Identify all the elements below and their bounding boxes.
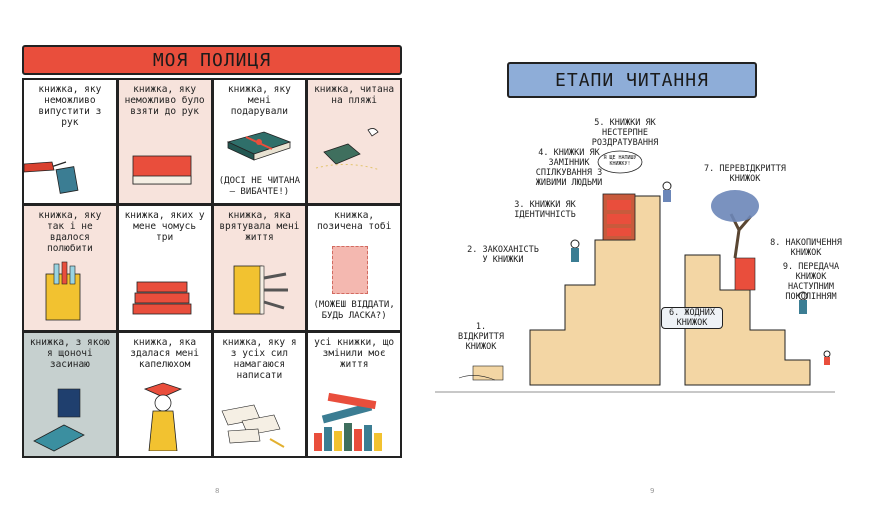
shelf-cell-10: КНИЖКА, ЯКА ЗДАЛАСЯ МЕНІ КАПЕЛЮХОМ [118,332,211,456]
shelf-cell-1-text: КНИЖКА, ЯКУ НЕМОЖЛИВО ВИПУСТИТИ З РУК [38,84,102,128]
lent-book-note: (МОЖЕШ ВІДДАТИ, БУДЬ ЛАСКА?) [313,300,395,322]
stage-6-label: 6. ЖОДНИХ КНИЖОК [661,307,723,329]
shelf-cell-5-text: КНИЖКА, ЯКУ ТАК І НЕ ВДАЛОСЯ ПОЛЮБИТИ [38,210,102,255]
stage-9-label: 9. ПЕРЕДАЧА КНИЖОК НАСТУПНИМ ПОКОЛІННЯМ [782,262,840,302]
left-page-number: 8 [215,487,220,495]
shelf-cell-2: КНИЖКА, ЯКУ НЕМОЖЛИВО БУЛО ВЗЯТИ ДО РУК [118,80,211,204]
shelf-cell-5: КНИЖКА, ЯКУ ТАК І НЕ ВДАЛОСЯ ПОЛЮБИТИ [24,206,116,330]
reading-stages-title: ЕТАПИ ЧИТАННЯ [555,69,709,91]
shelf-cell-2-text: КНИЖКА, ЯКУ НЕМОЖЛИВО БУЛО ВЗЯТИ ДО РУК [124,84,205,117]
shelf-cell-9: КНИЖКА, З ЯКОЮ Я ЩОНОЧІ ЗАСИНАЮ [24,332,116,456]
stage-8-label: 8. НАКОПИЧЕННЯ КНИЖОК [770,238,842,258]
manuscript-pages-illustration [221,404,284,448]
lent-book-outline [332,246,369,295]
stage-4-label: 4. КНИЖКИ ЯК ЗАМІННИК СПІЛКУВАННЯ З ЖИВИ… [535,148,603,188]
shelf-cell-12: УСІ КНИЖКИ, ЩО ЗМІНИЛИ МОЄ ЖИТТЯ [308,332,400,456]
book-pile-illustration [314,392,383,451]
shelf-cell-8-text: КНИЖКА, ПОЗИЧЕНА ТОБІ [316,210,392,233]
shelf-cell-11-text: КНИЖКА, ЯКУ Я З УСІХ СИЛ НАМАГАЮСЯ НАПИС… [222,336,297,381]
left-page: МОЯ ПОЛИЦЯ КНИЖКА, ЯКУ НЕМОЖЛИВО ВИПУСТИ… [22,45,402,495]
shelf-cell-12-text: УСІ КНИЖКИ, ЩО ЗМІНИЛИ МОЄ ЖИТТЯ [314,336,395,370]
three-copies-illustration [132,281,192,315]
unloved-book-illustration [45,262,81,321]
shelf-cell-6-text: КНИЖКА, ЯКИХ У МЕНЕ ЧОМУСЬ ТРИ [124,210,205,244]
shelf-cell-9-text: КНИЖКА, З ЯКОЮ Я ЩОНОЧІ ЗАСИНАЮ [29,336,110,370]
book-hat-illustration [143,382,182,451]
shelf-cell-11: КНИЖКА, ЯКУ Я З УСІХ СИЛ НАМАГАЮСЯ НАПИС… [213,332,306,456]
gift-book-illustration [226,131,291,161]
shelf-cell-4-text: КНИЖКА, ЧИТАНА НА ПЛЯЖІ [314,84,395,106]
shelf-cell-6: КНИЖКА, ЯКИХ У МЕНЕ ЧОМУСЬ ТРИ [118,206,211,330]
shelf-cell-4: КНИЖКА, ЧИТАНА НА ПЛЯЖІ [308,80,400,204]
shelf-cell-3-text: КНИЖКА, ЯКУ МЕНІ ПОДАРУВАЛИ [227,84,291,117]
right-page: ЕТАПИ ЧИТАННЯ Я ЩЕ НАПИШУ КНИЖКУ! 1. ВІД… [435,0,870,519]
shelf-cell-1: КНИЖКА, ЯКУ НЕМОЖЛИВО ВИПУСТИТИ З РУК [24,80,116,204]
stage-3-label: 3. КНИЖКИ ЯК ІДЕНТИЧНІСТЬ [514,200,576,220]
shelf-grid: КНИЖКА, ЯКУ НЕМОЖЛИВО ВИПУСТИТИ З РУК КН… [22,78,402,458]
beach-book-illustration [316,128,381,171]
right-page-number: 9 [650,487,655,495]
stage-2-label: 2. ЗАКОХАНІСТЬ У КНИЖКИ [467,245,539,265]
stage-1-label: 1. ВІДКРИТТЯ КНИЖОК [457,322,505,352]
my-shelf-title: МОЯ ПОЛИЦЯ [152,49,272,71]
my-shelf-banner: МОЯ ПОЛИЦЯ [22,45,402,75]
shelf-cell-7-text: КНИЖКА, ЯКА ВРЯТУВАЛА МЕНІ ЖИТТЯ [219,210,300,244]
gift-book-note: (ДОСІ НЕ ЧИТАНА — ВИБАЧТЕ!) [218,176,301,197]
reading-stages-banner: ЕТАПИ ЧИТАННЯ [507,62,757,98]
life-saving-book-illustration [233,265,288,315]
speech-bubble-text: Я ЩЕ НАПИШУ КНИЖКУ! [603,155,637,167]
shelf-cell-7: КНИЖКА, ЯКА ВРЯТУВАЛА МЕНІ ЖИТТЯ [213,206,306,330]
staircase-illustration [435,150,835,393]
heavy-book-illustration [132,155,192,185]
stage-5-label: 5. КНИЖКИ ЯК НЕСТЕРПНЕ РОЗДРАТУВАННЯ [591,118,659,148]
stage-7-label: 7. ПЕРЕВІДКРИТТЯ КНИЖОК [704,164,786,184]
shelf-cell-10-text: КНИЖКА, ЯКА ЗДАЛАСЯ МЕНІ КАПЕЛЮХОМ [130,336,199,370]
shelf-cell-8: КНИЖКА, ПОЗИЧЕНА ТОБІ (МОЖЕШ ВІДДАТИ, БУ… [308,206,400,330]
shelf-cell-3: КНИЖКА, ЯКУ МЕНІ ПОДАРУВАЛИ (ДОСІ НЕ ЧИТ… [213,80,306,204]
hand-holding-book-illustration [24,161,79,194]
bedtime-book-illustration [33,388,85,452]
